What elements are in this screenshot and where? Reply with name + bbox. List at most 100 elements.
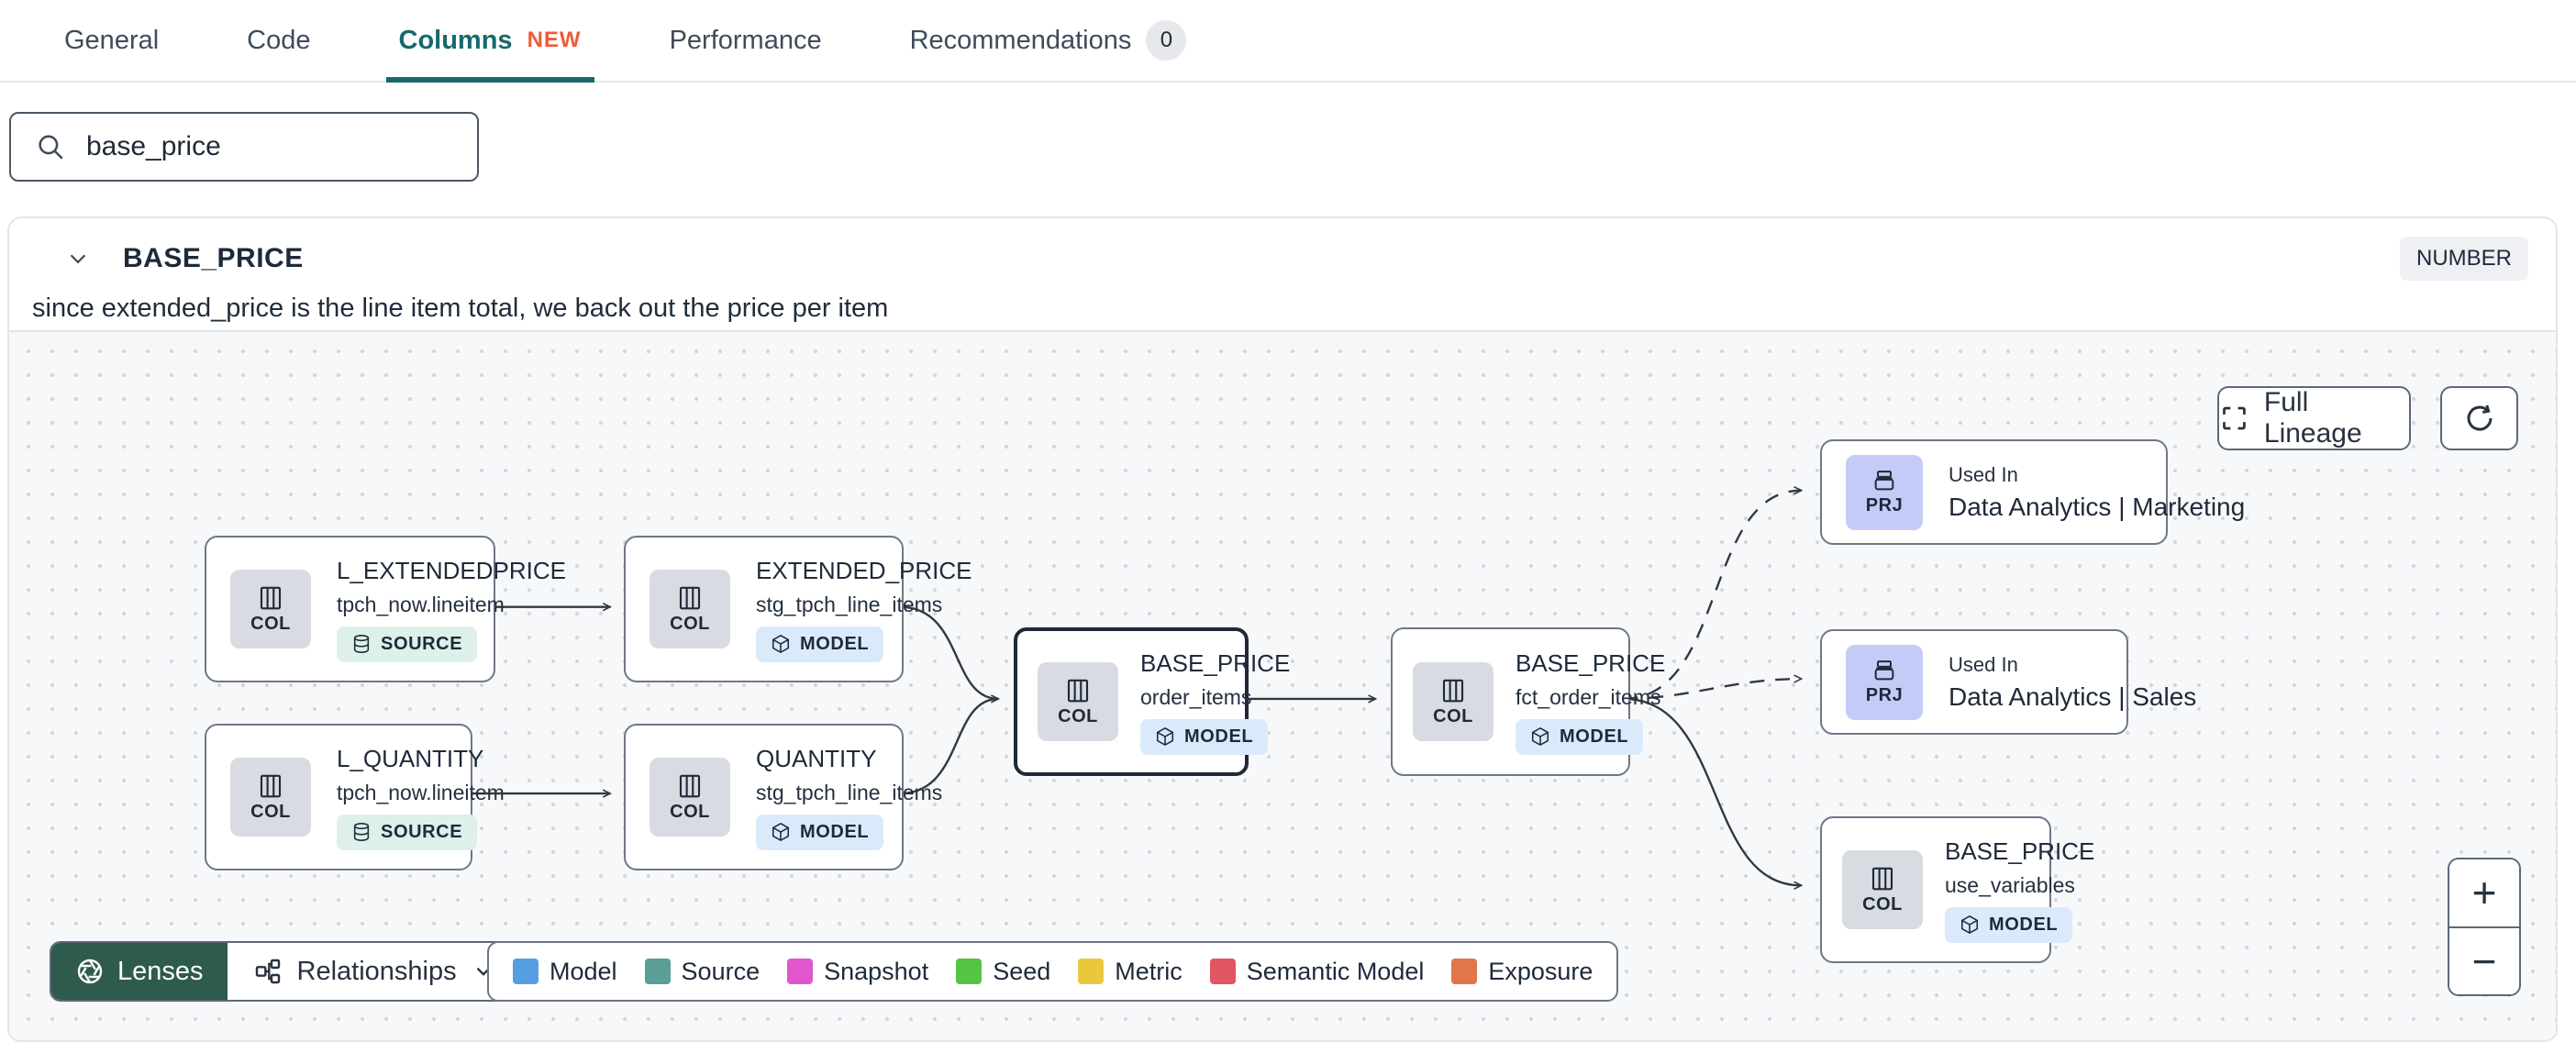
node-title: L_QUANTITY bbox=[337, 744, 484, 772]
column-tile: COL bbox=[1038, 662, 1118, 741]
used-in-label: Used In bbox=[1949, 462, 2018, 486]
column-panel-header: BASE_PRICE NUMBER bbox=[9, 218, 2556, 281]
source-badge: SOURCE bbox=[337, 626, 478, 662]
legend-item-semantic-model: Semantic Model bbox=[1209, 958, 1424, 986]
columns-icon bbox=[260, 774, 282, 797]
columns-icon bbox=[1442, 679, 1464, 702]
columns-icon bbox=[1067, 679, 1089, 702]
legend-swatch bbox=[1078, 959, 1105, 984]
search-box[interactable] bbox=[9, 112, 479, 182]
refresh-button[interactable] bbox=[2440, 386, 2518, 450]
lenses-button[interactable]: Lenses bbox=[51, 943, 228, 1000]
full-lineage-button[interactable]: Full Lineage bbox=[2217, 386, 2411, 450]
project-tile: PRJ bbox=[1846, 644, 1923, 720]
model-badge: MODEL bbox=[756, 626, 884, 662]
aperture-icon bbox=[77, 959, 103, 984]
cube-icon bbox=[1531, 726, 1549, 747]
cube-icon bbox=[772, 634, 790, 654]
tab-code[interactable]: Code bbox=[247, 25, 311, 55]
new-badge: NEW bbox=[527, 28, 582, 52]
legend-swatch bbox=[1451, 959, 1478, 984]
column-tile: COL bbox=[230, 758, 311, 837]
zoom-in-button[interactable]: + bbox=[2449, 859, 2519, 928]
used-in-label: Used In bbox=[1949, 652, 2018, 676]
legend-item-metric: Metric bbox=[1078, 958, 1183, 986]
column-name: BASE_PRICE bbox=[123, 243, 304, 273]
model-badge: MODEL bbox=[756, 814, 884, 850]
lineage-node-base-price-order-items[interactable]: COL BASE_PRICE order_items MODEL bbox=[1014, 627, 1290, 776]
relationships-icon bbox=[255, 959, 280, 984]
database-icon bbox=[353, 635, 370, 653]
lineage-node-l-quantity[interactable]: COL L_QUANTITY tpch_now.lineitem SOURCE bbox=[205, 724, 505, 870]
recommendations-count-badge: 0 bbox=[1146, 20, 1187, 61]
node-title: QUANTITY bbox=[756, 744, 877, 772]
tab-general[interactable]: General bbox=[64, 25, 160, 55]
archive-icon bbox=[1874, 660, 1894, 681]
legend-item-seed: Seed bbox=[956, 958, 1050, 986]
legend-item-source: Source bbox=[644, 958, 760, 986]
lineage-node-extended-price[interactable]: COL EXTENDED_PRICE stg_tpch_line_items M… bbox=[624, 536, 972, 682]
search-icon bbox=[39, 135, 63, 160]
column-tile: COL bbox=[230, 570, 311, 648]
node-title: BASE_PRICE bbox=[1140, 648, 1291, 677]
column-panel: BASE_PRICE NUMBER since extended_price i… bbox=[7, 216, 2558, 1042]
node-subtitle: tpch_now.lineitem bbox=[337, 780, 505, 804]
column-type-badge: NUMBER bbox=[2399, 237, 2528, 281]
tab-performance[interactable]: Performance bbox=[669, 25, 822, 55]
refresh-icon bbox=[2467, 405, 2492, 431]
node-title: BASE_PRICE bbox=[1945, 837, 2095, 865]
legend-swatch bbox=[513, 959, 539, 984]
legend-swatch bbox=[644, 959, 671, 984]
node-subtitle: order_items bbox=[1140, 684, 1252, 709]
lineage-node-l-extendedprice[interactable]: COL L_EXTENDEDPRICE tpch_now.lineitem SO… bbox=[205, 536, 566, 682]
expand-icon bbox=[2223, 406, 2246, 430]
cube-icon bbox=[1156, 726, 1174, 747]
lineage-canvas[interactable]: COL L_EXTENDEDPRICE tpch_now.lineitem SO… bbox=[9, 330, 2556, 1040]
column-tile: COL bbox=[650, 570, 730, 648]
cube-icon bbox=[772, 822, 790, 842]
columns-icon bbox=[679, 586, 701, 609]
legend-item-model: Model bbox=[513, 958, 617, 986]
project-tile: PRJ bbox=[1846, 454, 1923, 530]
model-badge: MODEL bbox=[1140, 718, 1269, 755]
legend-item-snapshot: Snapshot bbox=[787, 958, 928, 986]
lineage-legend: Model Source Snapshot Seed Metric Semant… bbox=[487, 941, 1619, 1002]
tab-recommendations[interactable]: Recommendations 0 bbox=[910, 0, 1187, 81]
database-icon bbox=[353, 823, 370, 841]
zoom-controls: + − bbox=[2448, 858, 2521, 996]
search-row bbox=[0, 83, 2576, 182]
chevron-down-icon bbox=[476, 967, 490, 976]
zoom-out-button[interactable]: − bbox=[2449, 927, 2519, 994]
legend-swatch bbox=[956, 959, 983, 984]
column-tile: COL bbox=[1842, 850, 1923, 929]
relationships-dropdown[interactable]: Relationships bbox=[227, 943, 521, 1000]
legend-swatch bbox=[1209, 959, 1236, 984]
column-tile: COL bbox=[1413, 662, 1493, 741]
lineage-toolbar: Lenses Relationships bbox=[50, 941, 523, 1002]
legend-swatch bbox=[787, 959, 814, 984]
column-description: since extended_price is the line item to… bbox=[32, 294, 889, 323]
node-title: BASE_PRICE bbox=[1516, 648, 1666, 677]
columns-icon bbox=[679, 774, 701, 797]
column-tile: COL bbox=[650, 758, 730, 837]
node-subtitle: fct_order_items bbox=[1516, 684, 1661, 709]
lineage-node-base-price-fct-order-items[interactable]: COL BASE_PRICE fct_order_items MODEL bbox=[1391, 627, 1665, 776]
node-subtitle: use_variables bbox=[1945, 872, 2075, 897]
model-badge: MODEL bbox=[1945, 906, 2073, 943]
archive-icon bbox=[1874, 471, 1894, 491]
lineage-node-quantity[interactable]: COL QUANTITY stg_tpch_line_items MODEL bbox=[624, 724, 942, 870]
node-subtitle: tpch_now.lineitem bbox=[337, 592, 505, 616]
columns-icon bbox=[1871, 867, 1893, 890]
cube-icon bbox=[1960, 914, 1979, 935]
node-subtitle: stg_tpch_line_items bbox=[756, 592, 943, 616]
tab-columns[interactable]: Columns NEW bbox=[385, 0, 594, 83]
node-title: Data Analytics | Sales bbox=[1949, 682, 2197, 711]
columns-icon bbox=[260, 586, 282, 609]
search-input[interactable] bbox=[86, 131, 453, 162]
lineage-node-used-in-sales[interactable]: PRJ Used In Data Analytics | Sales bbox=[1820, 629, 2196, 735]
legend-item-exposure: Exposure bbox=[1451, 958, 1593, 986]
lineage-node-base-price-use-variables[interactable]: COL BASE_PRICE use_variables MODEL bbox=[1820, 816, 2094, 963]
node-title: Data Analytics | Marketing bbox=[1949, 492, 2246, 521]
chevron-down-icon[interactable] bbox=[64, 245, 92, 272]
lineage-node-used-in-marketing[interactable]: PRJ Used In Data Analytics | Marketing bbox=[1820, 439, 2245, 545]
